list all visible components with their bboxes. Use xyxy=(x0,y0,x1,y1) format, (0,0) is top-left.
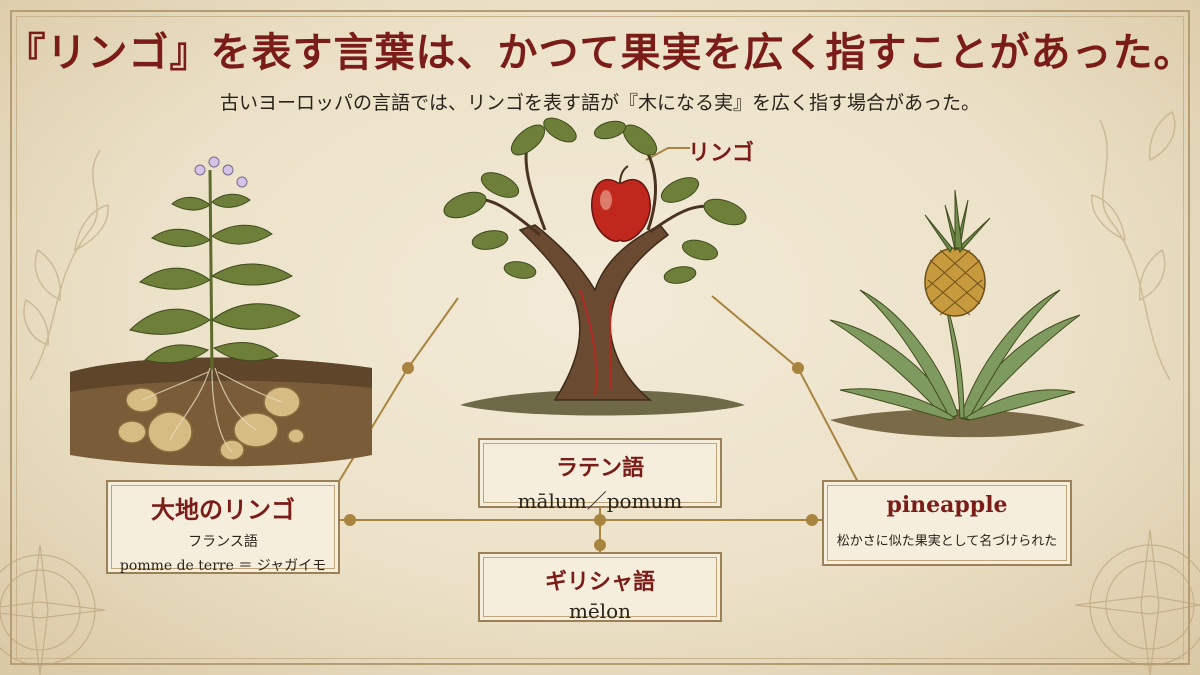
pineapple-plant-illustration xyxy=(829,189,1085,438)
greek-title: ギリシャ語 xyxy=(544,569,655,595)
apple-fruit xyxy=(591,165,651,242)
corner-foliage-right xyxy=(1091,110,1176,381)
latin-title: ラテン語 xyxy=(555,455,644,481)
apple-label: リンゴ xyxy=(688,140,755,166)
page-title: 『リンゴ』を表す言葉は、かつて果実を広く指すことがあった。 xyxy=(5,29,1195,76)
compass-rose-right xyxy=(1074,529,1200,675)
compass-rose-left xyxy=(0,544,106,675)
french-label-box: 大地のリンゴ フランス語 pomme de terre ＝ ジャガイモ xyxy=(106,480,340,574)
french-language: フランス語 xyxy=(188,534,258,550)
french-words: pomme de terre ＝ ジャガイモ xyxy=(119,558,327,574)
greek-words: mēlon xyxy=(568,599,632,623)
connector-nodes xyxy=(344,362,818,551)
apple-tree-illustration xyxy=(443,117,747,416)
pineapple-title: pineapple xyxy=(886,492,1008,518)
greek-label-box: ギリシャ語 mēlon xyxy=(478,552,722,623)
pineapple-fruit xyxy=(924,189,991,317)
page-subtitle: 古いヨーロッパの言語では、リンゴを表す語が『木になる実』を広く指す場合があった。 xyxy=(219,92,980,114)
latin-words: mālum／pomum xyxy=(517,489,683,513)
corner-foliage-left xyxy=(23,149,109,381)
pineapple-label-box: pineapple 松かさに似た果実として名づけられた xyxy=(822,480,1072,566)
french-title: 大地のリンゴ xyxy=(151,495,295,524)
latin-label-box: ラテン語 mālum／pomum xyxy=(478,438,722,513)
potato-plant-illustration xyxy=(70,156,372,467)
pineapple-note: 松かさに似た果実として名づけられた xyxy=(836,534,1058,549)
